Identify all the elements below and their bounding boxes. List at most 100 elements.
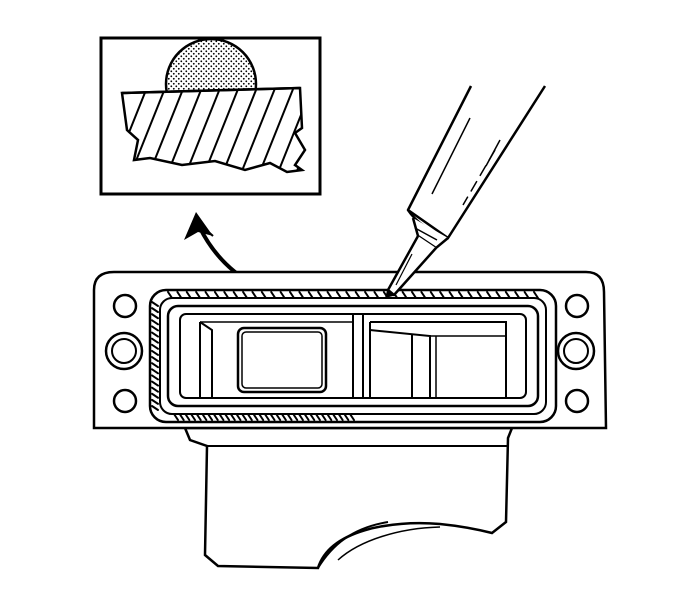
bead-dash: [457, 291, 464, 299]
hatch-line: [237, 88, 280, 172]
bead-dash: [439, 291, 446, 299]
bead-dash: [151, 331, 159, 338]
bead-dash: [242, 291, 249, 299]
bead-dash: [151, 343, 159, 350]
bead-dash: [232, 291, 239, 299]
bead-dash: [343, 413, 350, 421]
bead-dash: [345, 291, 352, 299]
bead-dash: [195, 413, 202, 421]
bead-dash: [270, 291, 277, 299]
bead-dash: [251, 291, 258, 299]
bead-dash: [495, 291, 502, 299]
bolt-hole: [564, 293, 590, 319]
bead-dash: [331, 413, 338, 421]
bead-dash: [151, 380, 159, 387]
bead-dash: [151, 307, 159, 314]
bead-dash: [218, 413, 225, 421]
bolt-hole: [564, 388, 590, 414]
bead-dash: [151, 368, 159, 375]
bead-dash: [337, 413, 344, 421]
bead-dash: [263, 413, 270, 421]
bolt-hole: [112, 388, 138, 414]
bead-dash: [467, 291, 474, 299]
bead-dash: [523, 291, 530, 299]
housing-opening: [166, 304, 540, 408]
bead-dash: [212, 413, 219, 421]
hatch-line: [274, 88, 305, 172]
bead-dash: [167, 291, 173, 299]
sealant-bead: [151, 291, 539, 421]
bead-dash: [173, 413, 179, 421]
bead-dash: [533, 291, 539, 299]
bead-dash: [151, 319, 159, 326]
bead-dash: [235, 413, 242, 421]
hatch-line: [182, 88, 225, 172]
bead-dash: [335, 291, 342, 299]
bead-dash: [151, 386, 159, 393]
detail-inset: [99, 36, 407, 196]
bead-dash: [224, 413, 231, 421]
hatch-line: [219, 88, 261, 172]
hatch-line: [330, 80, 370, 180]
bead-dash: [486, 291, 493, 299]
bolt-holes-right: [556, 293, 596, 414]
hatch-line: [348, 80, 388, 180]
bead-dash: [292, 413, 299, 421]
bead-dash: [201, 413, 208, 421]
bead-dash: [476, 291, 483, 299]
bead-dash: [151, 392, 159, 399]
bead-dash: [286, 413, 293, 421]
hatch-line: [255, 88, 298, 172]
bead-dash: [298, 291, 305, 299]
bolt-holes-left: [104, 293, 144, 414]
housing-body: [183, 426, 514, 570]
sealant-tube-icon: [384, 85, 547, 299]
bead-dash: [269, 413, 276, 421]
bead-dash: [246, 413, 253, 421]
bead-dash: [326, 291, 333, 299]
bead-dash: [252, 413, 259, 421]
bead-dash: [229, 413, 236, 421]
bead-dash: [190, 413, 197, 421]
bead-dash: [151, 356, 159, 363]
bead-dash: [354, 291, 361, 299]
bead-dash: [260, 291, 267, 299]
bead-dash: [223, 291, 230, 299]
bead-dash: [207, 413, 214, 421]
bead-dash: [289, 291, 295, 299]
bolt-hole-inner: [111, 338, 137, 364]
bead-dash: [151, 301, 159, 307]
bead-dash: [151, 337, 159, 344]
bead-dash: [241, 413, 248, 421]
bead-dash: [151, 313, 159, 320]
flange-cross-section: [120, 80, 407, 180]
bead-dash: [279, 291, 286, 299]
bead-dash: [151, 374, 159, 381]
bead-dash: [314, 413, 321, 421]
bead-dash: [151, 398, 159, 405]
bead-dash: [275, 413, 282, 421]
bead-dash: [151, 405, 159, 411]
bolt-hole: [112, 293, 138, 319]
bead-dash: [320, 413, 327, 421]
hatch-line: [367, 80, 407, 180]
bead-dash: [176, 291, 183, 299]
bead-dash: [504, 291, 511, 299]
bead-dash: [326, 413, 333, 421]
bead-dash: [185, 291, 192, 299]
bead-dash: [297, 413, 304, 421]
bead-dash: [151, 325, 159, 332]
bead-dash: [280, 413, 287, 421]
bead-dash: [364, 291, 371, 299]
bead-dash: [151, 362, 159, 369]
bead-dash: [204, 291, 211, 299]
bead-dash: [448, 291, 455, 299]
bead-dash: [184, 413, 191, 421]
bead-dash: [317, 291, 324, 299]
bead-dash: [514, 291, 521, 299]
bead-dash: [307, 291, 314, 299]
bead-dash: [303, 413, 310, 421]
bead-dash: [213, 291, 220, 299]
